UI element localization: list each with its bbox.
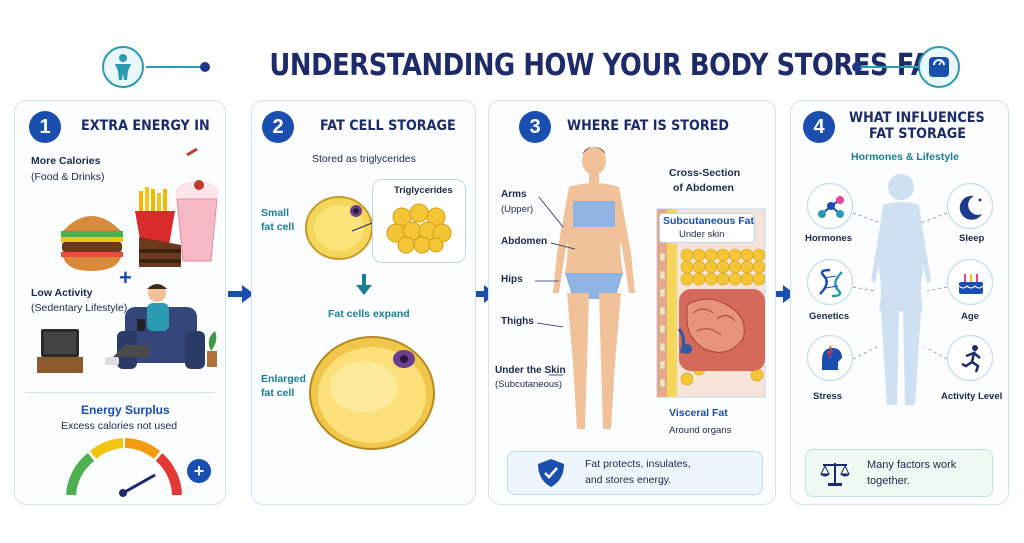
moon-icon — [959, 195, 982, 220]
body-silhouette-illustration — [553, 147, 635, 429]
label-abdomen: Abdomen — [501, 236, 548, 247]
cross-section-title: Cross-Section — [669, 167, 741, 179]
cake-icon — [958, 274, 984, 294]
factor-connectors — [852, 212, 948, 360]
visceral-fat-label: Visceral Fat — [669, 407, 728, 419]
factor-label: Activity Level — [941, 391, 1003, 402]
label-under-skin-sub: (Subcutaneous) — [495, 379, 563, 390]
label-hips: Hips — [501, 274, 523, 285]
couch-person-illustration — [37, 284, 217, 373]
panel-title: EXTRA ENERGY IN — [81, 118, 210, 134]
subcutaneous-fat-sub: Under skin — [679, 229, 725, 240]
activity-subtitle: (Sedentary Lifestyle) — [31, 302, 128, 314]
panel-where-fat-stored: 3 WHERE FAT IS STORED Arms (Upper) Abdom… — [488, 100, 776, 505]
plus-sign: + — [119, 265, 132, 290]
surplus-subtitle: Excess calories not used — [61, 420, 178, 432]
hormones-factor — [807, 183, 853, 229]
title-divider-right — [860, 66, 918, 68]
expand-label: Fat cells expand — [328, 308, 410, 320]
divider — [25, 392, 215, 393]
calories-subtitle: (Food & Drinks) — [31, 171, 105, 183]
calories-title: More Calories — [31, 155, 101, 167]
info-text: Many factors work — [867, 459, 957, 471]
arrow-right-icon — [769, 285, 795, 303]
step-number: 4 — [803, 111, 835, 143]
info-text: together. — [867, 475, 910, 487]
step-number: 2 — [262, 111, 294, 143]
dna-icon — [819, 268, 843, 298]
info-box — [507, 451, 763, 495]
factor-label: Genetics — [809, 311, 850, 322]
factor-label: Age — [961, 311, 979, 322]
small-cell-label: Small — [261, 207, 290, 219]
balance-scale-icon — [820, 463, 850, 486]
factor-label: Hormones — [805, 233, 852, 244]
scale-icon — [918, 46, 960, 88]
energy-gauge-icon — [66, 438, 182, 497]
panel-fat-cell-storage: 2 FAT CELL STORAGE Stored as triglycerid… — [251, 100, 476, 505]
triglyceride-cluster-icon — [386, 203, 452, 254]
factor-label: Sleep — [959, 233, 985, 244]
surplus-title: Energy Surplus — [81, 403, 170, 417]
body-leader-lines — [535, 196, 576, 376]
human-silhouette-illustration — [871, 174, 931, 405]
small-fat-cell-illustration — [305, 196, 373, 260]
info-text: and stores energy. — [585, 474, 672, 486]
plus-circle-icon: + — [187, 459, 211, 483]
panel-title: FAT CELL STORAGE — [320, 118, 456, 134]
subcut-callout — [659, 213, 755, 243]
molecule-icon — [818, 196, 844, 218]
genetics-factor — [807, 259, 853, 305]
activity-title: Low Activity — [31, 287, 93, 299]
factor-label: Stress — [813, 391, 843, 402]
enlarged-cell-label: fat cell — [261, 387, 295, 399]
small-cell-label: fat cell — [261, 221, 295, 233]
abdomen-cross-section-illustration — [656, 208, 766, 398]
shield-check-icon — [538, 459, 564, 487]
subcutaneous-fat-label: Subcutaneous Fat — [663, 215, 755, 227]
step-number: 3 — [519, 111, 551, 143]
title-dot-right — [852, 62, 862, 72]
activity-factor — [947, 335, 993, 381]
panel-subtitle: Stored as triglycerides — [312, 153, 416, 165]
panel-title: FAT STORAGE — [869, 126, 966, 142]
arrow-right-icon — [228, 285, 254, 303]
label-thighs: Thighs — [501, 316, 534, 327]
junk-food-illustration — [61, 147, 219, 271]
info-text: Fat protects, insulates, — [585, 458, 691, 470]
age-factor — [947, 259, 993, 305]
panel-what-influences: 4 WHAT INFLUENCES FAT STORAGE Hormones &… — [790, 100, 1009, 505]
sleep-factor — [947, 183, 993, 229]
triglycerides-label: Triglycerides — [394, 185, 453, 196]
person-icon — [102, 46, 144, 88]
page-title: UNDERSTANDING HOW YOUR BODY STORES FAT — [269, 48, 946, 83]
title-dot-left — [200, 62, 210, 72]
step-number: 1 — [29, 111, 61, 143]
enlarged-fat-cell-illustration — [309, 336, 435, 450]
title-row: UNDERSTANDING HOW YOUR BODY STORES FAT — [0, 44, 1024, 96]
stressed-head-icon — [822, 345, 842, 370]
panel-subtitle: Hormones & Lifestyle — [851, 151, 959, 163]
label-arms-sub: (Upper) — [501, 204, 534, 215]
stress-factor — [807, 335, 853, 381]
panel-title: WHAT INFLUENCES — [849, 110, 985, 126]
cross-section-title: of Abdomen — [673, 182, 734, 194]
panel-title: WHERE FAT IS STORED — [567, 118, 730, 134]
title-divider-left — [146, 66, 202, 68]
running-person-icon — [961, 345, 981, 373]
label-arms: Arms — [501, 189, 527, 200]
visceral-fat-sub: Around organs — [669, 425, 732, 436]
arrow-down-icon — [356, 274, 372, 295]
panel-extra-energy: 1 EXTRA ENERGY IN More Calories (Food & … — [14, 100, 226, 505]
enlarged-cell-label: Enlarged — [261, 373, 306, 385]
label-under-skin: Under the Skin — [495, 365, 566, 376]
info-box — [805, 449, 993, 497]
